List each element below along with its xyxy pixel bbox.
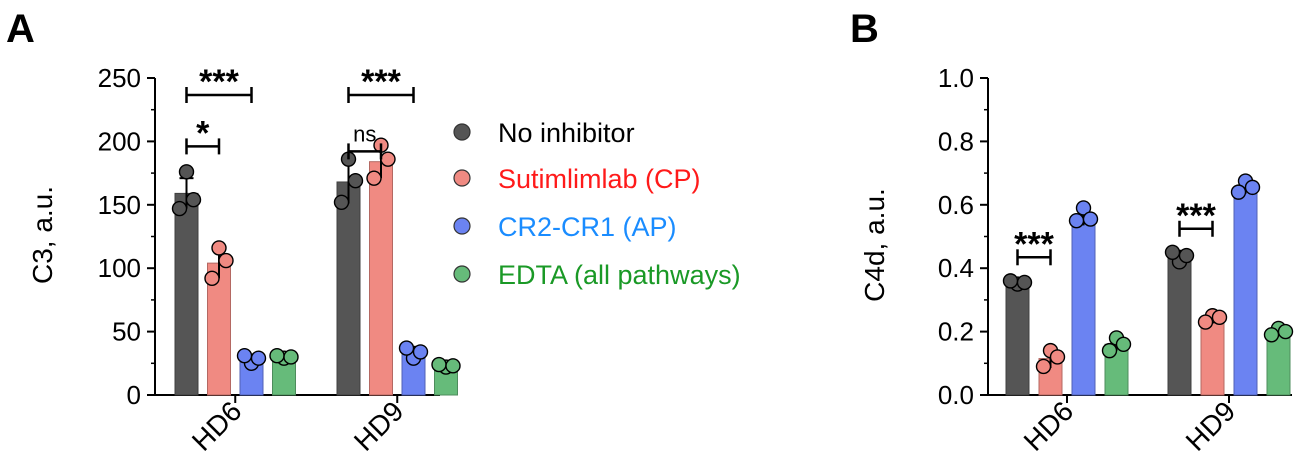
chart-a-sig-label: ns — [353, 121, 376, 146]
chart-a-sig-label: *** — [199, 63, 239, 101]
chart-b-data-point — [1049, 349, 1066, 365]
chart-b-bar — [1167, 256, 1192, 396]
chart-a-data-point — [236, 347, 253, 364]
chart-b-sig-label: *** — [1176, 197, 1216, 235]
chart-b-data-point — [1164, 244, 1181, 261]
chart-a-data-point — [218, 252, 234, 269]
panel-b-letter: B — [850, 7, 879, 51]
chart-b-y-tick-label: 0.6 — [938, 190, 974, 220]
chart-a-y-tick-label: 50 — [112, 317, 141, 347]
chart-b-y-tick-label: 0.2 — [938, 317, 974, 347]
chart-b-x-tick-label: HD6 — [1018, 395, 1080, 457]
chart-a-data-point — [333, 194, 350, 210]
chart-a-data-point — [380, 151, 396, 167]
chart-a-data-point — [445, 358, 461, 374]
legend-marker-no-inhibitor — [453, 123, 471, 141]
chart-b-data-point — [1178, 247, 1195, 264]
chart-a-data-point — [412, 344, 429, 360]
legend-label-cr2-cr1: CR2-CR1 (AP) — [498, 212, 677, 242]
chart-a-y-tick-label: 100 — [98, 253, 141, 283]
chart-a-y-axis-title: C3, a.u. — [27, 186, 58, 284]
chart-b-data-point — [1002, 273, 1019, 289]
chart-a-bar — [336, 181, 361, 396]
chart-b-bar — [1005, 281, 1030, 396]
legend-label-no-inhibitor: No inhibitor — [498, 118, 635, 148]
chart-b-data-point — [1068, 212, 1085, 229]
chart-b-data-point — [1277, 323, 1294, 340]
chart-b-data-point — [1101, 342, 1118, 359]
legend-marker-sutimlimlab — [453, 169, 471, 187]
chart-b-y-tick-label: 0.8 — [938, 126, 974, 156]
chart-a-y-tick-label: 0 — [127, 380, 141, 410]
chart-b-data-point — [1082, 211, 1099, 227]
chart-a-data-point — [269, 347, 285, 364]
chart-a-data-point — [178, 164, 195, 180]
chart-a-data-point — [250, 350, 267, 366]
chart-a-data-point — [347, 173, 364, 189]
chart-a-data-point — [431, 356, 447, 373]
chart-a-x-tick-label: HD6 — [186, 395, 248, 457]
chart-a-y-tick-label: 250 — [98, 63, 141, 93]
chart-b-data-point — [1016, 274, 1033, 291]
chart-b-data-point — [1115, 336, 1132, 352]
panel-a-letter: A — [6, 7, 35, 51]
chart-b-bar — [1200, 318, 1225, 396]
chart-a-sig-label: *** — [361, 63, 401, 101]
chart-a-data-point — [204, 270, 220, 287]
chart-b-data-point — [1263, 327, 1280, 343]
chart-b-x-tick-label: HD9 — [1180, 395, 1242, 457]
chart-b-y-tick-label: 0.0 — [938, 380, 974, 410]
chart-b-bar — [1071, 215, 1096, 396]
chart-a-data-point — [211, 240, 227, 256]
chart-b-data-point — [1244, 179, 1261, 196]
legend-label-edta: EDTA (all pathways) — [498, 260, 741, 290]
chart-a-data-point — [185, 192, 202, 208]
chart-a-data-point — [366, 170, 382, 186]
legend-marker-edta — [453, 265, 471, 283]
chart-a-bar — [174, 192, 199, 396]
chart-a-data-point — [398, 340, 415, 356]
chart-b-data-point — [1035, 358, 1052, 375]
chart-b-bar — [1233, 186, 1258, 396]
legend: No inhibitor Sutimlimlab (CP) CR2-CR1 (A… — [453, 118, 741, 290]
legend-marker-cr2-cr1 — [453, 217, 471, 235]
chart-a-bar — [369, 161, 393, 396]
legend-label-sutimlimlab: Sutimlimlab (CP) — [498, 164, 701, 194]
chart-a-data-point — [283, 349, 299, 365]
chart-b-sig-label: *** — [1014, 225, 1054, 263]
chart-a-x-tick-label: HD9 — [348, 395, 410, 457]
chart-b-y-axis-title: C4d, a.u. — [859, 188, 890, 302]
chart-a-sig-label: * — [196, 114, 210, 152]
chart-a-y-tick-label: 150 — [98, 190, 141, 220]
chart-b-y-tick-label: 1.0 — [938, 63, 974, 93]
chart-a-y-tick-label: 200 — [98, 126, 141, 156]
chart-b-data-point — [1197, 314, 1214, 330]
chart-a-data-point — [171, 200, 188, 217]
chart-b-data-point — [1230, 184, 1247, 200]
chart-b-y-tick-label: 0.4 — [938, 253, 974, 283]
chart-b-data-point — [1075, 200, 1092, 216]
chart-b-data-point — [1211, 309, 1228, 326]
